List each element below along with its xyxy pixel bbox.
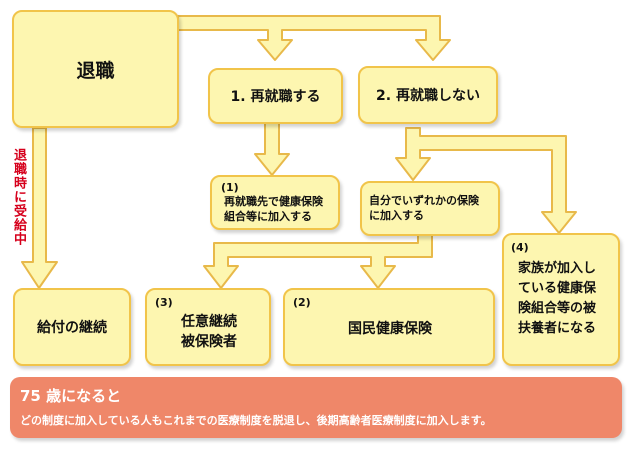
banner-description: どの制度に加入している人もこれまでの医療制度を脱退し、後期高齢者医療制度に加入し… bbox=[20, 414, 492, 427]
no-rehire-box: 2. 再就職しない bbox=[358, 66, 498, 124]
continue-benefit-box: 給付の継続 bbox=[13, 288, 131, 366]
option-number-3: (3) bbox=[155, 296, 173, 309]
national-health-insurance-box: (2) 国民健康保険 bbox=[283, 288, 495, 366]
national-health-insurance-label: 国民健康保険 bbox=[348, 321, 432, 337]
retire-label: 退職 bbox=[76, 59, 115, 82]
family-dependent-text: 家族が加入し ている健康保 険組合等の被 扶養者になる bbox=[518, 261, 597, 336]
voluntary-continuation-text: 任意継続 被保険者 bbox=[181, 314, 237, 350]
option-number-1: (1) bbox=[221, 181, 239, 194]
option-number-2: (2) bbox=[293, 296, 311, 309]
banner-title: 75 歳になると bbox=[20, 387, 122, 405]
continue-benefit-label: 給付の継続 bbox=[37, 320, 107, 336]
arrow-choose-split bbox=[203, 225, 433, 289]
choose-insurance-box: 自分でいずれかの保険 に加入する bbox=[360, 181, 500, 236]
age-75-banner: 75 歳になると どの制度に加入している人もこれまでの医療制度を脱退し、後期高齢… bbox=[10, 377, 622, 438]
family-dependent-box: (4) 家族が加入し ている健康保 険組合等の被 扶養者になる bbox=[502, 233, 620, 366]
arrow-retire-to-branches bbox=[177, 15, 451, 61]
join-new-employer-box: (1) 再就職先で健康保険 組合等に加入する bbox=[210, 175, 340, 230]
arrow-rehire-to-employer bbox=[254, 121, 290, 176]
arrow-retire-to-benefit bbox=[21, 127, 58, 289]
join-new-employer-text: 再就職先で健康保険 組合等に加入する bbox=[224, 195, 323, 223]
rehire-box: 1. 再就職する bbox=[208, 68, 343, 124]
retire-box: 退職 bbox=[12, 10, 179, 128]
voluntary-continuation-box: (3) 任意継続 被保険者 bbox=[145, 288, 271, 366]
choose-insurance-text: 自分でいずれかの保険 に加入する bbox=[369, 194, 479, 222]
rehire-label: 1. 再就職する bbox=[230, 89, 321, 105]
receiving-at-retirement-label: 退職時に受給中 bbox=[11, 148, 26, 246]
no-rehire-label: 2. 再就職しない bbox=[376, 88, 480, 104]
option-number-4: (4) bbox=[511, 241, 529, 254]
arrow-norehire-split bbox=[395, 127, 577, 234]
